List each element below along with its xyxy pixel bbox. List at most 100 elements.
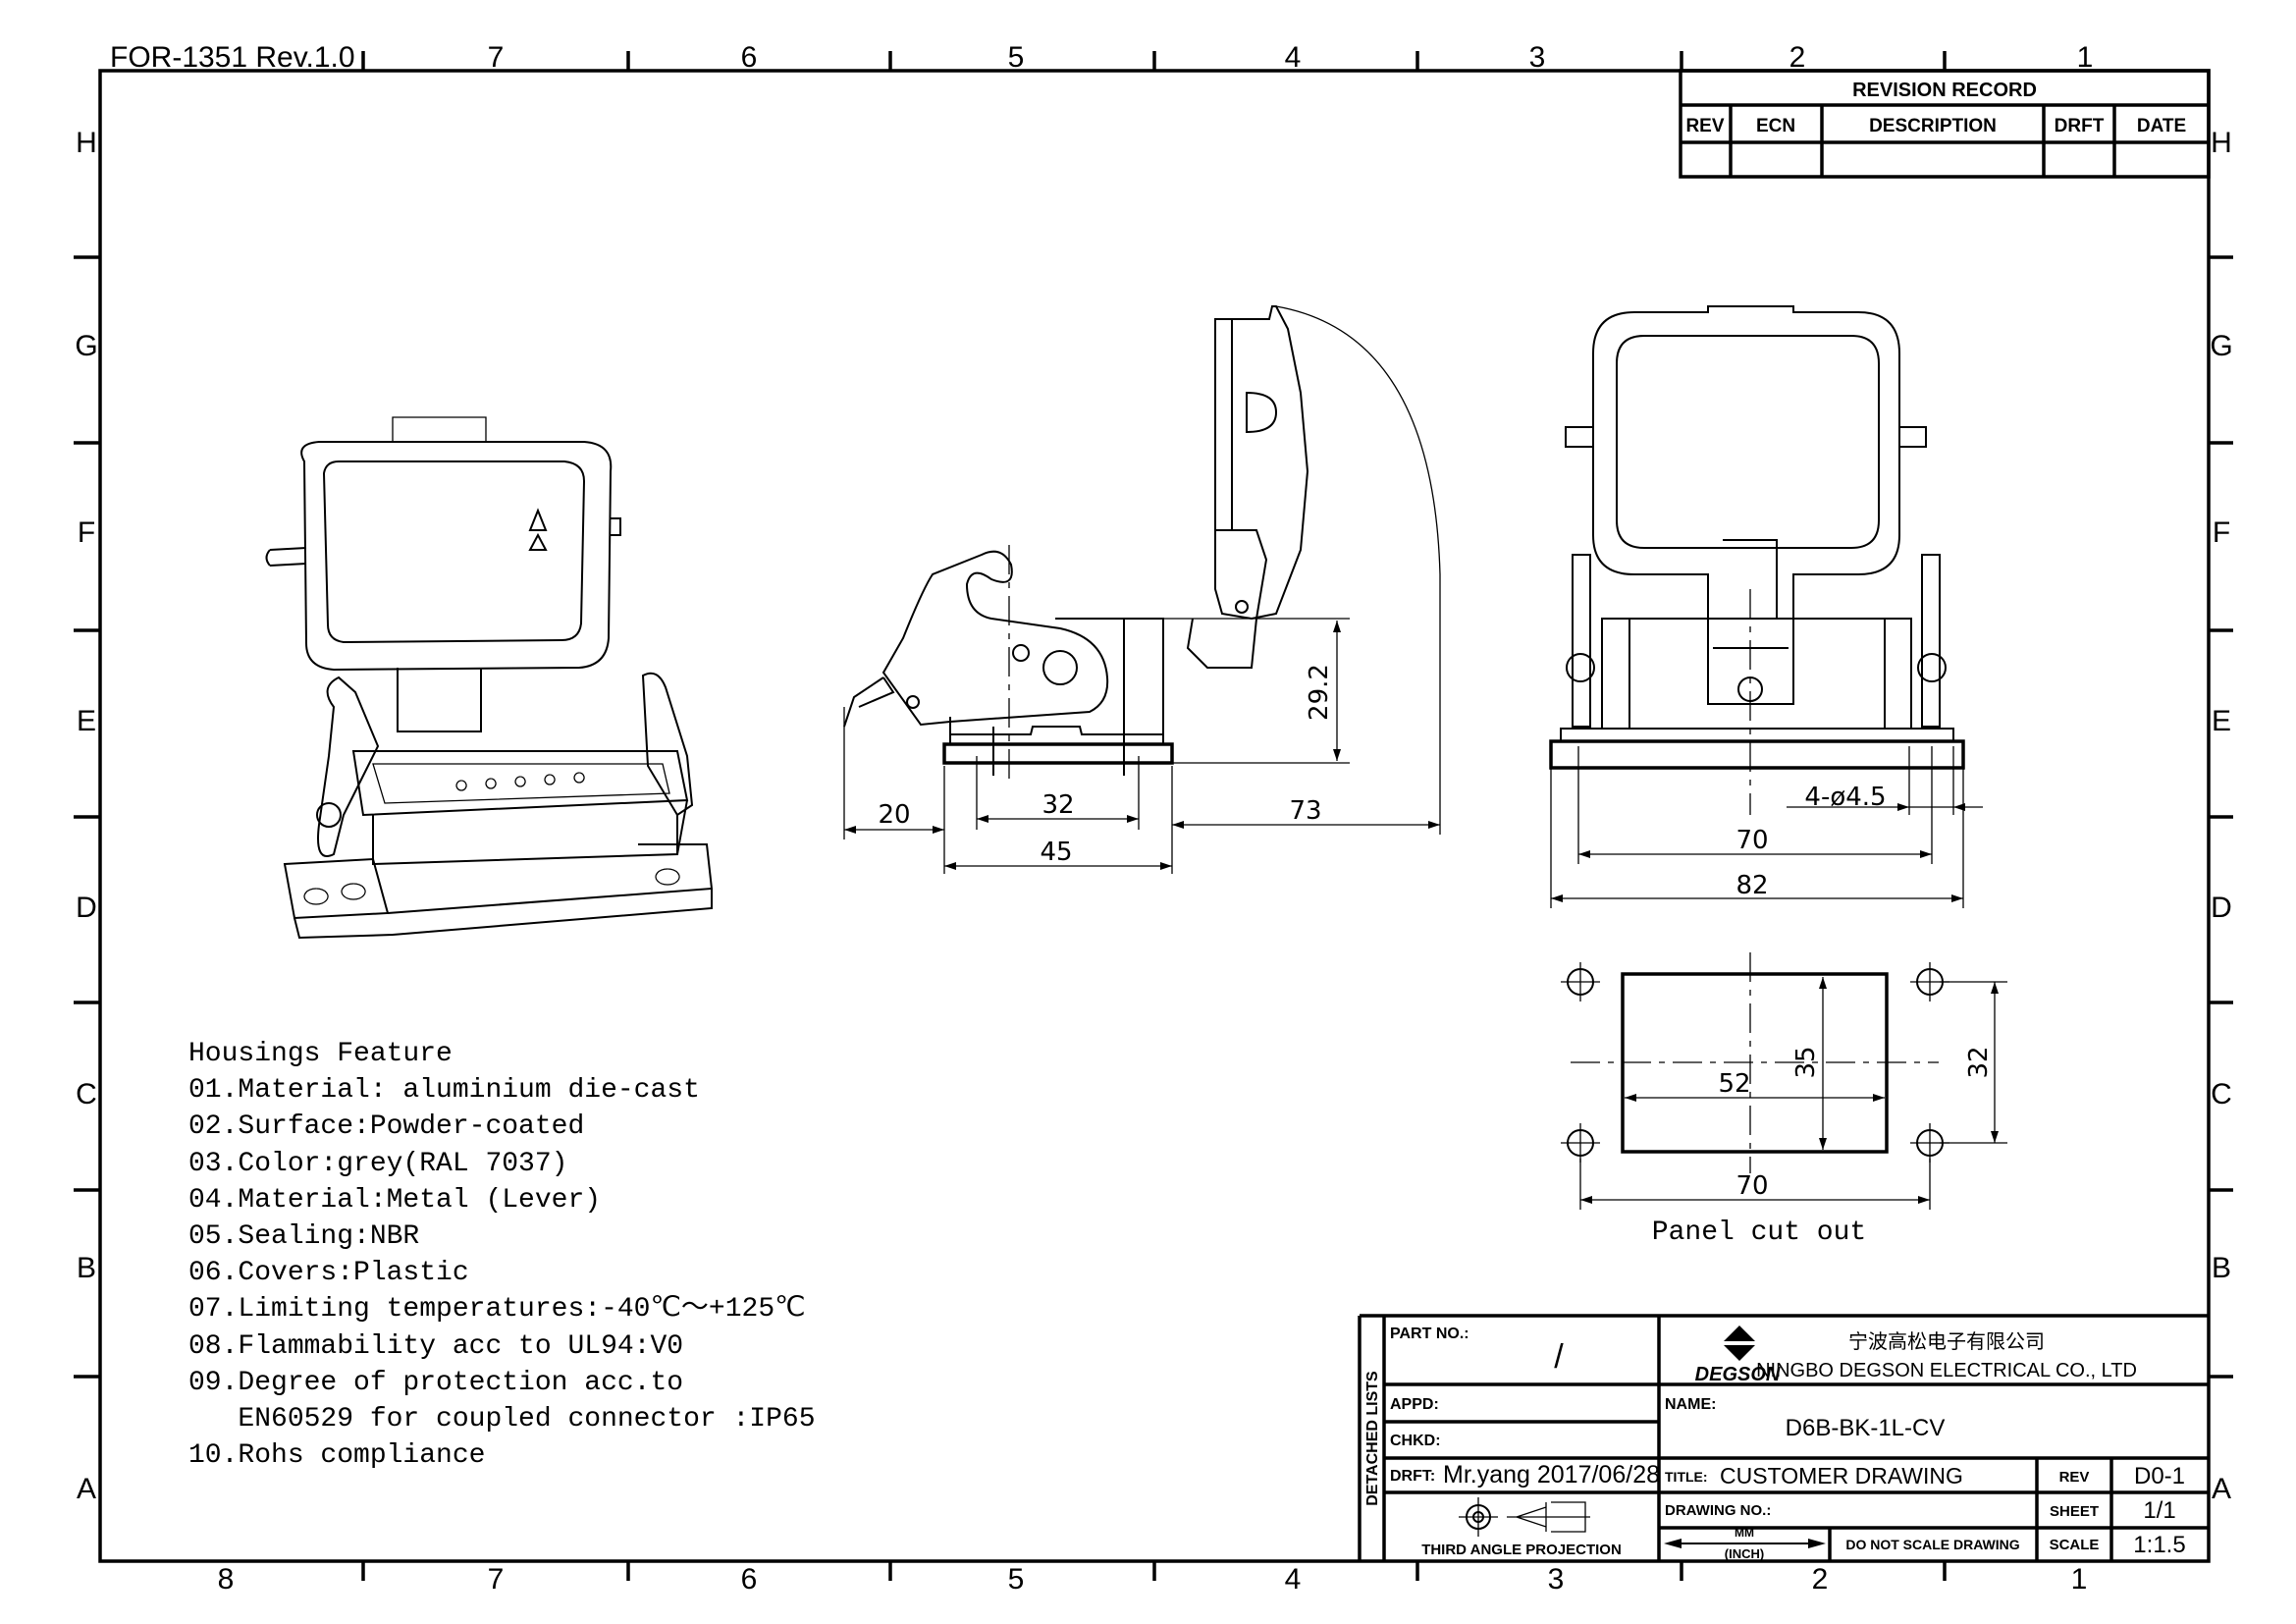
drft-header: DRFT	[2055, 116, 2105, 136]
rev-header: REV	[1685, 116, 1724, 136]
panel-cutout: 52 35 32 70 Panel cut out	[1561, 952, 2007, 1248]
detached-lists-label: DETACHED LISTS	[1364, 1371, 1381, 1506]
label: (INCH)	[1725, 1546, 1764, 1561]
label: 2	[1789, 41, 1806, 74]
label: C	[2211, 1078, 2232, 1110]
label: 3	[1548, 1563, 1565, 1596]
note-item: 08.Flammability acc to UL94:V0	[188, 1331, 683, 1362]
title-block: DETACHED LISTS PART NO.: / APPD: CHKD: D…	[1358, 1314, 2209, 1561]
label: 5	[1008, 1563, 1025, 1596]
label: G	[75, 330, 97, 362]
panel-cutout-label: Panel cut out	[1652, 1218, 1866, 1248]
side-view-dimensions: 20 32 45 73 29.2	[843, 618, 1440, 874]
note-item: 04.Material:Metal (Lever)	[188, 1185, 601, 1216]
note-item: 03.Color:grey(RAL 7037)	[188, 1149, 567, 1179]
label: 6	[741, 41, 758, 74]
dim-cover-reach: 73	[1289, 796, 1321, 826]
note-item: 05.Sealing:NBR	[188, 1221, 419, 1252]
part-no-value: /	[1554, 1338, 1564, 1376]
front-view	[1549, 305, 1965, 815]
company-name-en: NINGBO DEGSON ELECTRICAL CO., LTD	[1756, 1360, 2137, 1381]
dim-cutout-height: 35	[1791, 1046, 1821, 1078]
dim-cutout-width: 52	[1718, 1069, 1750, 1099]
dim-hole-pitch-x: 70	[1735, 1171, 1768, 1201]
dim-height: 29.2	[1305, 664, 1334, 721]
label: 8	[218, 1563, 235, 1596]
label: A	[2212, 1473, 2231, 1505]
label: 1	[2077, 41, 2094, 74]
sheet-value: 1/1	[2143, 1497, 2175, 1524]
housing-features-notes: Housings Feature 01.Material: aluminium …	[188, 1039, 816, 1471]
rev-label: REV	[2059, 1469, 2090, 1486]
projection-label: THIRD ANGLE PROJECTION	[1421, 1542, 1622, 1558]
label: E	[2212, 705, 2231, 737]
isometric-view	[265, 416, 714, 940]
front-view-dimensions: 4-ø4.5 70 82	[1550, 746, 1983, 908]
rev-value: D0-1	[2134, 1463, 2185, 1489]
label: DEGSON	[1695, 1364, 1781, 1385]
note-item: 02.Surface:Powder-coated	[188, 1111, 584, 1142]
note-item: 10.Rohs compliance	[188, 1440, 485, 1471]
third-angle-projection-icon	[1459, 1497, 1590, 1537]
ecn-header: ECN	[1756, 116, 1795, 136]
label: D	[76, 892, 97, 924]
label: E	[77, 705, 96, 737]
form-id: FOR-1351 Rev.1.0	[110, 41, 355, 74]
note-item: 06.Covers:Plastic	[188, 1258, 469, 1288]
label: F	[2213, 516, 2230, 549]
label: G	[2210, 330, 2232, 362]
side-view	[843, 305, 1441, 835]
label: 7	[488, 41, 505, 74]
label: 6	[741, 1563, 758, 1596]
note-item: 09.Degree of protection acc.to	[188, 1368, 683, 1398]
zone-labels-top: 7 6 5 4 3 2 1	[488, 41, 2094, 74]
dim-base-length: 45	[1040, 838, 1072, 867]
label: 5	[1008, 41, 1025, 74]
label: 7	[488, 1563, 505, 1596]
label: B	[77, 1252, 96, 1284]
dim-hole-pitch-y: 32	[1964, 1046, 1994, 1078]
dim-hole-spacing: 32	[1041, 790, 1074, 820]
zone-labels-left: H G F E D C B A	[75, 127, 97, 1505]
label: F	[78, 516, 95, 549]
label: B	[2212, 1252, 2231, 1284]
label: A	[77, 1473, 96, 1505]
sheet-label: SHEET	[2050, 1503, 2099, 1520]
drft-label: DRFT:	[1390, 1468, 1435, 1485]
chkd-label: CHKD:	[1390, 1433, 1441, 1449]
note-item: EN60529 for coupled connector :IP65	[188, 1404, 816, 1435]
note-item: 01.Material: aluminium die-cast	[188, 1075, 700, 1106]
note-item: 07.Limiting temperatures:-40℃～+125℃	[188, 1294, 806, 1325]
degson-logo: DEGSON	[1695, 1326, 1781, 1385]
date-header: DATE	[2137, 116, 2186, 136]
dim-holes: 4-ø4.5	[1804, 783, 1886, 812]
zone-labels-bottom: 8 7 6 5 4 3 2 1	[218, 1563, 2088, 1596]
label: 4	[1285, 1563, 1302, 1596]
label: 2	[1812, 1563, 1829, 1596]
title-label: TITLE:	[1665, 1469, 1708, 1485]
name-label: NAME:	[1665, 1396, 1716, 1413]
part-no-label: PART NO.:	[1390, 1326, 1469, 1342]
label: D	[2211, 892, 2232, 924]
zone-labels-right: H G F E D C B A	[2210, 127, 2232, 1505]
revision-record-table: REVISION RECORD REV ECN DESCRIPTION DRFT…	[1679, 69, 2211, 179]
dim-lever-overhang: 20	[878, 800, 910, 830]
description-header: DESCRIPTION	[1869, 116, 1997, 136]
label: C	[76, 1078, 97, 1110]
zone-dividers	[74, 51, 2233, 1581]
name-value: D6B-BK-1L-CV	[1786, 1415, 1946, 1441]
appd-label: APPD:	[1390, 1396, 1439, 1413]
label: MM	[1735, 1526, 1754, 1540]
drawing-no-label: DRAWING NO.:	[1665, 1502, 1771, 1519]
label: H	[76, 127, 97, 159]
dim-hole-spacing-front: 70	[1735, 826, 1768, 855]
company-name-cn: 宁波高松电子有限公司	[1848, 1330, 2045, 1353]
label: 4	[1285, 41, 1302, 74]
title-value: CUSTOMER DRAWING	[1720, 1463, 1963, 1489]
drft-value: Mr.yang 2017/06/28	[1443, 1461, 1660, 1489]
do-not-scale-label: DO NOT SCALE DRAWING	[1845, 1537, 2019, 1552]
label: H	[2211, 127, 2232, 159]
label: 1	[2071, 1563, 2088, 1596]
scale-value: 1:1.5	[2133, 1532, 2185, 1558]
